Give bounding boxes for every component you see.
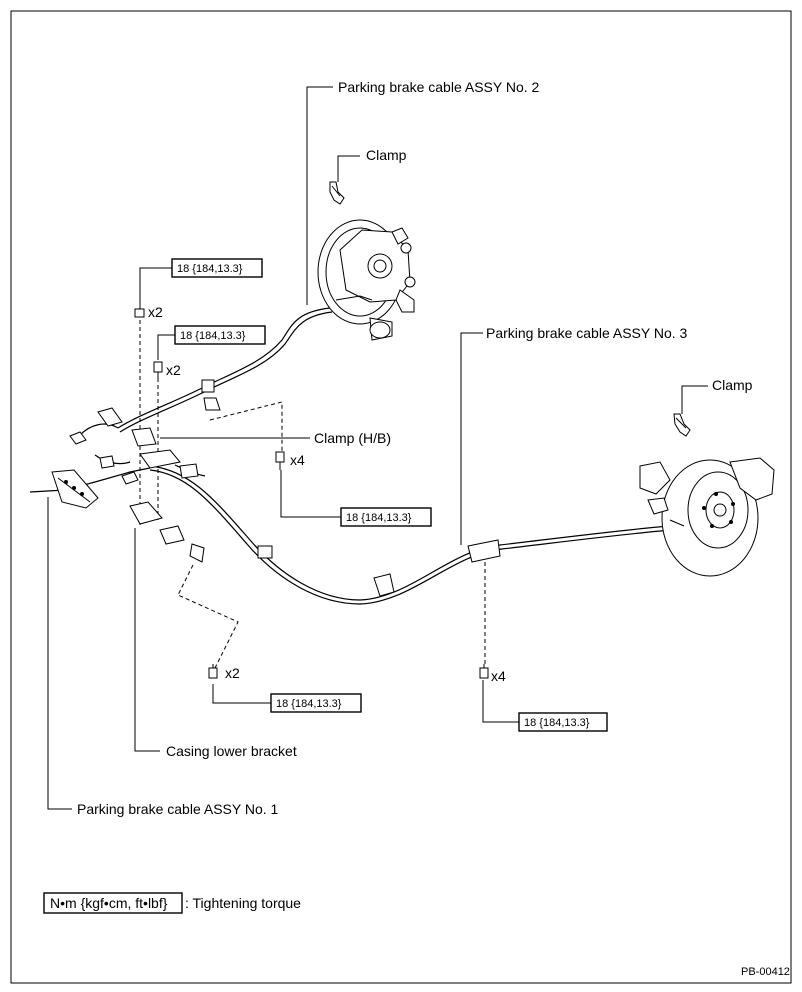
torque-box-3: 18 {184,13.3} bbox=[340, 507, 432, 527]
torque-value-3: 18 {184,13.3} bbox=[346, 512, 412, 524]
label-clamp-top: Clamp bbox=[366, 147, 407, 163]
rear-knuckle-no2 bbox=[317, 219, 416, 341]
figure-id: PB-00412 bbox=[741, 966, 790, 978]
label-cable-no1: Parking brake cable ASSY No. 1 bbox=[77, 801, 279, 817]
torque-box-5: 18 {184,13.3} bbox=[518, 712, 608, 732]
torque-box-2: 18 {184,13.3} bbox=[174, 325, 266, 345]
qty-3: x4 bbox=[290, 452, 305, 468]
qty-1: x2 bbox=[148, 304, 163, 320]
qty-5: x4 bbox=[491, 668, 506, 684]
label-clamp-hb: Clamp (H/B) bbox=[314, 430, 391, 446]
legend-unit-text: : Tightening torque bbox=[185, 895, 301, 911]
cable-brackets bbox=[69, 379, 501, 597]
label-cable-no2: Parking brake cable ASSY No. 2 bbox=[338, 79, 540, 95]
clamp-top-part bbox=[329, 181, 345, 205]
dashed-guides bbox=[139, 320, 486, 669]
label-cable-no3: Parking brake cable ASSY No. 3 bbox=[486, 325, 688, 341]
label-clamp-right: Clamp bbox=[712, 377, 753, 393]
torque-box-4: 18 {184,13.3} bbox=[270, 693, 362, 713]
qty-4: x2 bbox=[225, 665, 240, 681]
torque-value-5: 18 {184,13.3} bbox=[524, 717, 590, 729]
legend-unit-box: N•m {kgf•cm, ft•lbf} bbox=[50, 895, 168, 911]
leader-lines bbox=[47, 86, 708, 810]
front-cable-block bbox=[51, 469, 99, 509]
clamp-right-part bbox=[673, 413, 691, 437]
torque-value-4: 18 {184,13.3} bbox=[276, 698, 342, 710]
torque-box-1: 18 {184,13.3} bbox=[171, 258, 263, 278]
page-border bbox=[10, 10, 792, 984]
torque-value-2: 18 {184,13.3} bbox=[180, 330, 246, 342]
torque-value-1: 18 {184,13.3} bbox=[177, 263, 243, 275]
qty-2: x2 bbox=[166, 362, 181, 378]
label-casing-bracket: Casing lower bracket bbox=[166, 743, 297, 759]
bolt-icons bbox=[134, 308, 489, 679]
brake-cables bbox=[29, 307, 683, 605]
torque-legend: N•m {kgf•cm, ft•lbf} : Tightening torque bbox=[43, 892, 301, 914]
rear-knuckle-no3 bbox=[639, 457, 775, 577]
